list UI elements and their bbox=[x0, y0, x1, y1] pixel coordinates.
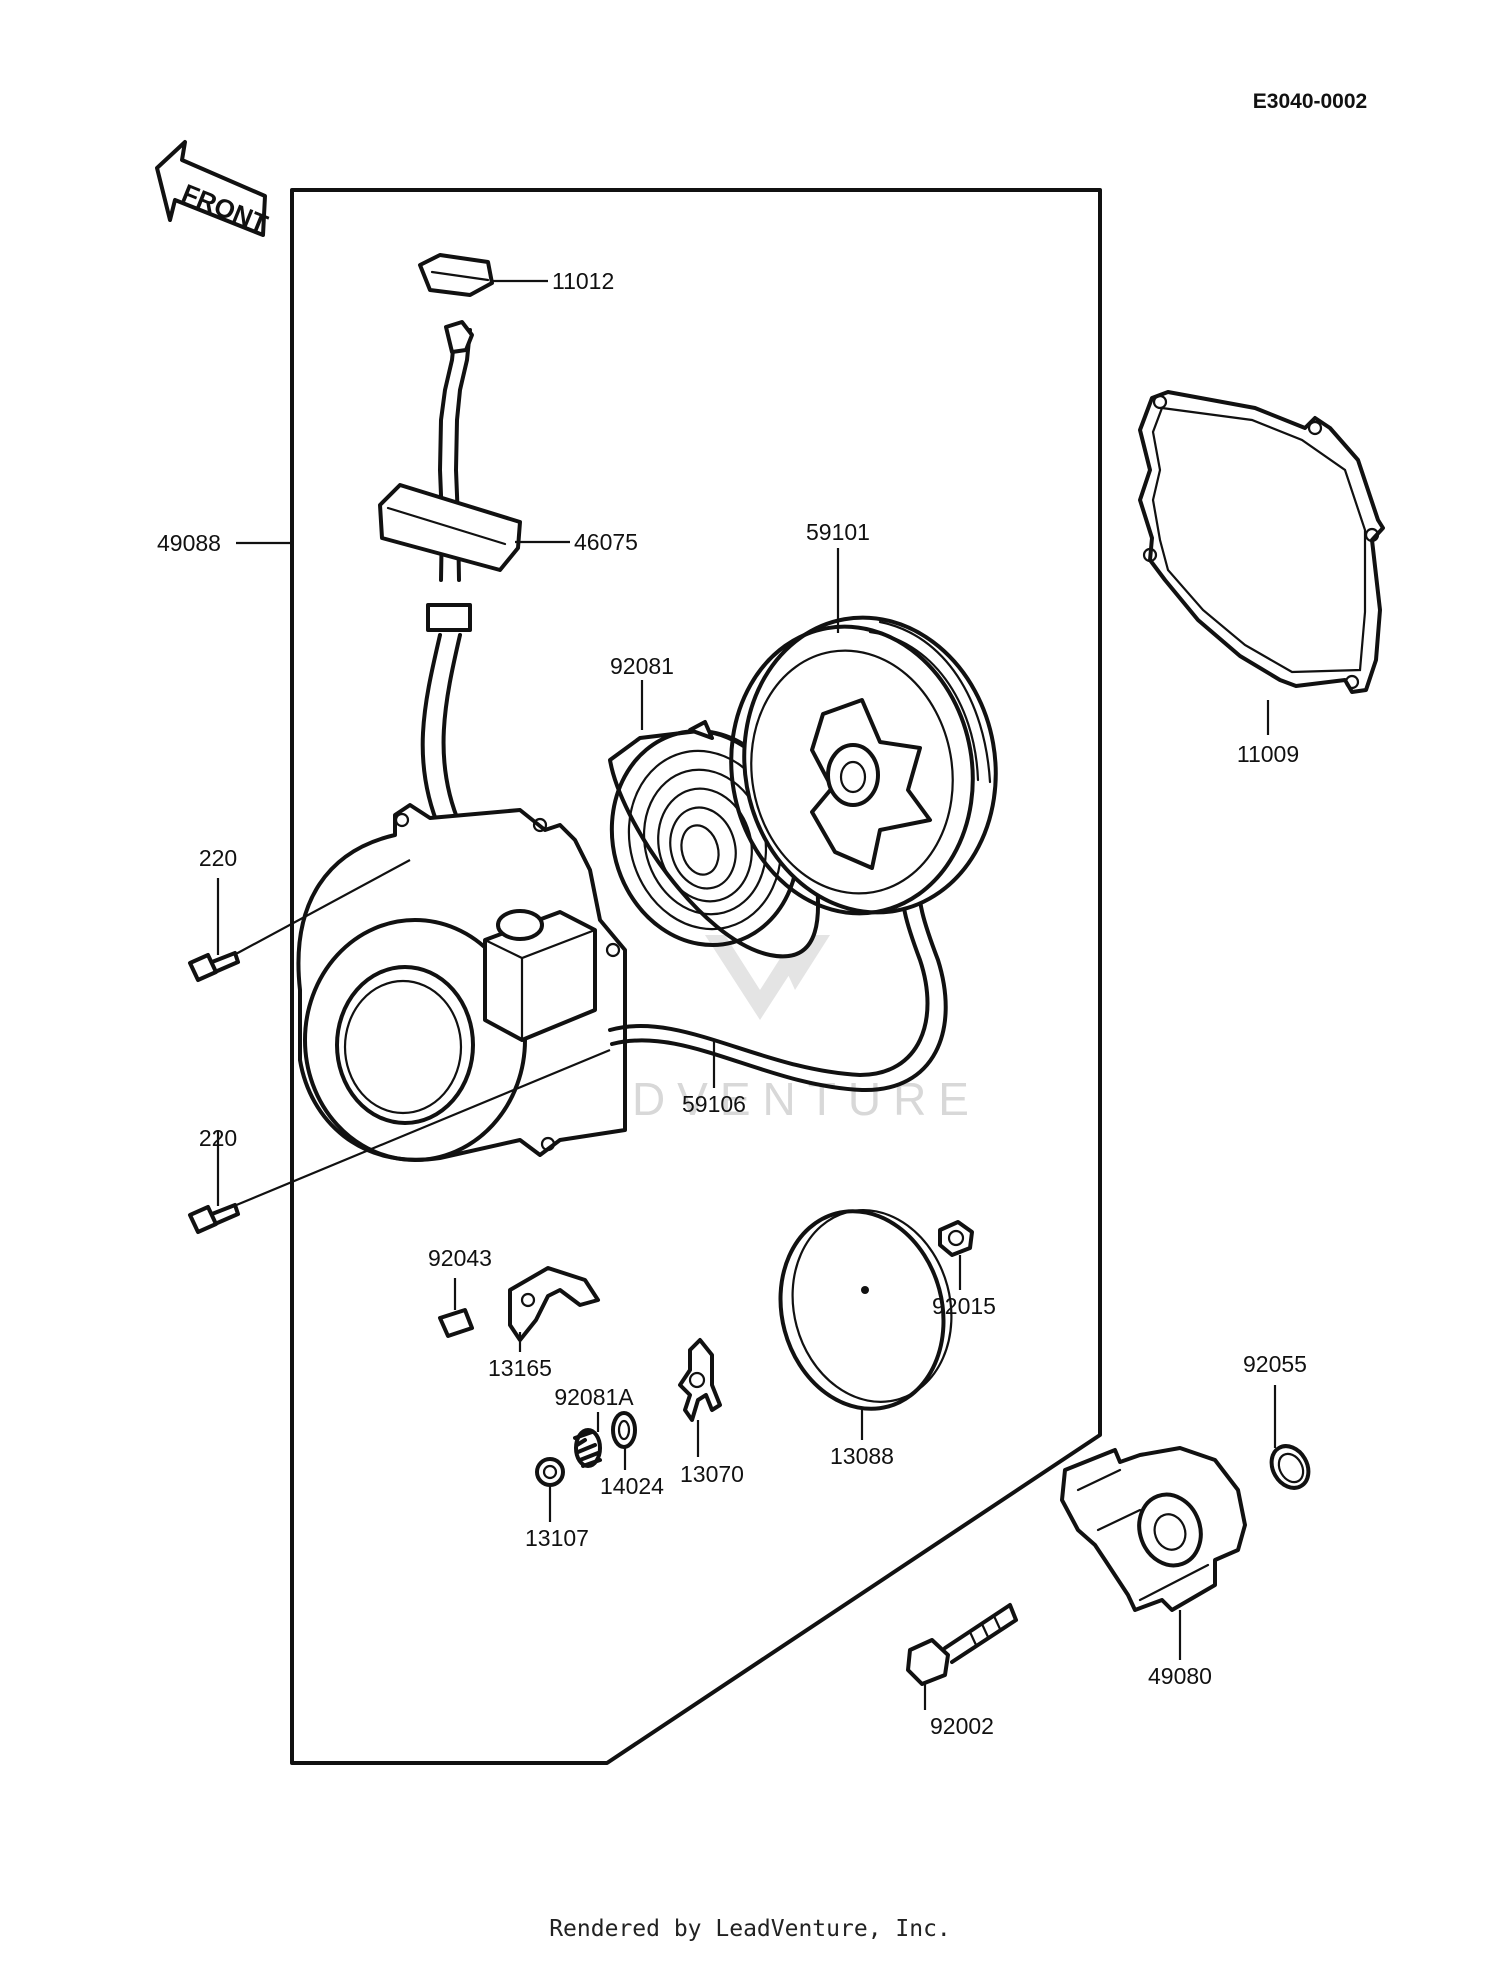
part-label-11009: 11009 bbox=[1237, 741, 1299, 767]
pulley-part bbox=[1060, 1446, 1247, 1612]
part-label-92043: 92043 bbox=[428, 1245, 492, 1271]
gasket-part bbox=[1138, 390, 1385, 694]
starter-housing-part bbox=[296, 803, 627, 1162]
ratchet-pawl-part bbox=[508, 1266, 600, 1342]
plate-part bbox=[778, 1209, 953, 1411]
screw-part-lower bbox=[188, 1203, 240, 1234]
assembly-outline bbox=[290, 188, 1102, 1765]
part-label-59101: 59101 bbox=[806, 519, 870, 545]
part-label-13165: 13165 bbox=[488, 1355, 552, 1381]
collar-part bbox=[535, 1457, 565, 1487]
pin-part bbox=[438, 1308, 474, 1338]
part-label-14024: 14024 bbox=[600, 1473, 664, 1499]
part-label-92081: 92081 bbox=[610, 653, 674, 679]
part-label-92002: 92002 bbox=[930, 1713, 994, 1739]
leader-lines bbox=[216, 279, 1277, 1710]
part-label-46075: 46075 bbox=[574, 529, 638, 555]
rope-handle-part bbox=[378, 320, 530, 917]
part-label-92055: 92055 bbox=[1243, 1351, 1307, 1377]
part-label-92015: 92015 bbox=[932, 1293, 996, 1319]
part-label-49080: 49080 bbox=[1148, 1663, 1212, 1689]
washer-part bbox=[611, 1411, 637, 1449]
part-label-13107: 13107 bbox=[525, 1525, 589, 1551]
handle-cap-part bbox=[418, 253, 494, 297]
render-credit: Rendered by LeadVenture, Inc. bbox=[549, 1916, 951, 1942]
guide-plate-part bbox=[678, 1338, 722, 1422]
screw-part-upper bbox=[188, 951, 240, 982]
part-label-220-lower: 220 bbox=[199, 1125, 237, 1151]
part-label-13070: 13070 bbox=[680, 1461, 744, 1487]
front-arrow-icon: FRONT bbox=[155, 140, 272, 239]
part-labels: 11012 49088 46075 59101 92081 11009 220 … bbox=[157, 268, 1307, 1739]
part-label-92081A: 92081A bbox=[554, 1384, 634, 1410]
part-label-11012: 11012 bbox=[552, 268, 614, 294]
part-label-59106: 59106 bbox=[682, 1091, 746, 1117]
pawl-spring-part bbox=[573, 1428, 602, 1468]
diagram-code: E3040-0002 bbox=[1253, 90, 1367, 113]
reel-part bbox=[729, 615, 998, 916]
part-label-49088: 49088 bbox=[157, 530, 221, 556]
nut-part bbox=[938, 1220, 974, 1257]
part-label-13088: 13088 bbox=[830, 1443, 894, 1469]
circlip-part bbox=[1269, 1444, 1311, 1490]
recoil-rope-part bbox=[608, 883, 948, 1093]
part-label-220-upper: 220 bbox=[199, 845, 237, 871]
bolt-part bbox=[906, 1603, 1018, 1686]
